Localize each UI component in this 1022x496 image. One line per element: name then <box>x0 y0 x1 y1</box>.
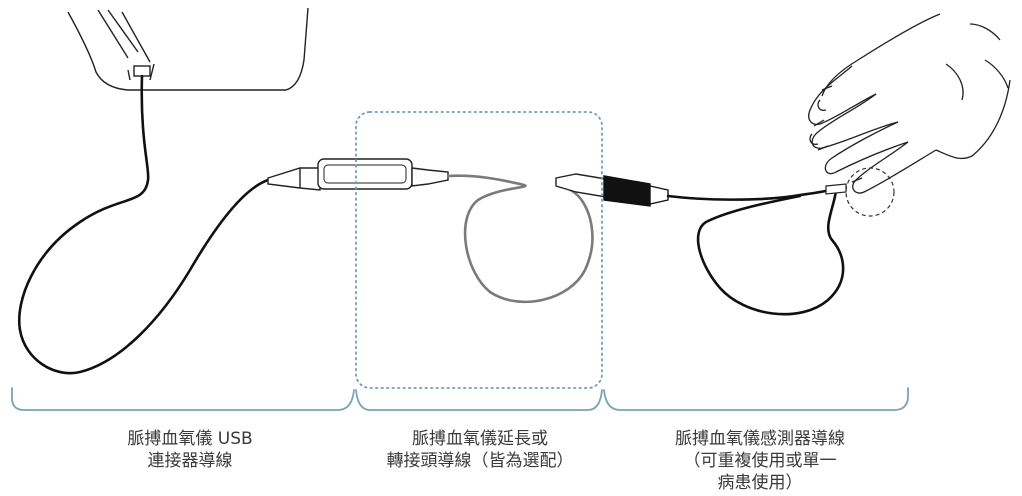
label-sensor-cable-line2: （可重複使用或單一 <box>683 451 837 471</box>
extension-cable-connector <box>317 158 449 190</box>
bracket-usb-cable <box>11 387 355 411</box>
fingertip-highlight-circle <box>845 167 895 217</box>
optional-extension-dotted-box <box>355 111 603 389</box>
sensor-cable-connector <box>603 175 669 207</box>
label-usb-cable-line2: 連接器導線 <box>147 451 233 471</box>
label-sensor-cable-line1: 脈搏血氧儀感測器導線 <box>675 429 845 449</box>
label-usb-cable: 脈搏血氧儀 USB 連接器導線 <box>90 428 290 472</box>
hand-illustration <box>808 13 1011 194</box>
bracket-extension-cable <box>355 389 603 411</box>
sensor-cable <box>666 188 845 316</box>
label-sensor-cable-line3: 病患使用） <box>717 473 803 493</box>
label-sensor-cable: 脈搏血氧儀感測器導線 （可重複使用或單一 病患使用） <box>635 428 885 494</box>
usb-connector-cable <box>17 74 270 375</box>
finger-sensor-tip <box>825 183 847 195</box>
usb-cable-connector <box>267 167 321 191</box>
label-extension-cable-line1: 脈搏血氧儀延長或 <box>412 429 548 449</box>
label-usb-cable-line1: 脈搏血氧儀 USB <box>127 429 253 449</box>
monitor-device <box>67 7 309 91</box>
usb-port-icon <box>133 65 151 77</box>
bracket-sensor-cable <box>603 387 909 411</box>
label-extension-cable-line2: 轉接頭導線（皆為選配） <box>386 451 574 471</box>
label-extension-cable: 脈搏血氧儀延長或 轉接頭導線（皆為選配） <box>350 428 610 472</box>
extension-cable <box>446 174 594 304</box>
